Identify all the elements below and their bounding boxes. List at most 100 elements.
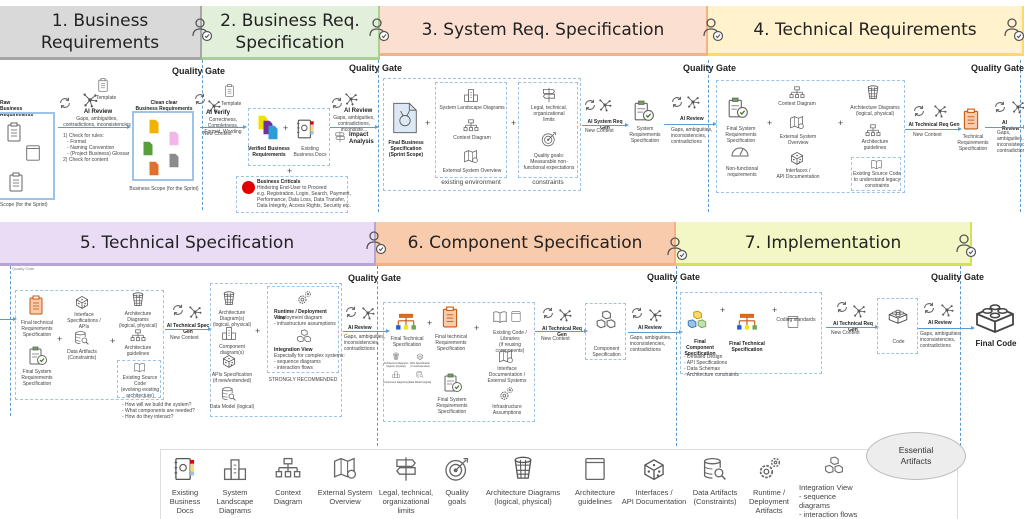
flow-arrow [343, 329, 390, 333]
source-code-box: Existing Source Code (evolving existing … [117, 360, 161, 399]
phase-5-title: 5. Technical Specification [79, 232, 295, 253]
final-business-spec-icon [392, 101, 418, 135]
legend-label: Architecture Diagrams (logical, physical… [485, 488, 561, 506]
flow-arrow [0, 317, 17, 321]
constraints-box: Legal, technical, organizational limits … [518, 82, 578, 178]
essential-artifacts-legend: Existing Business Docs System Landscape … [160, 449, 958, 519]
user-approval-icon [1003, 18, 1024, 42]
system-requirements-icon [443, 373, 463, 393]
invoice-icon [8, 172, 24, 192]
quality-gate-line [377, 266, 378, 446]
refresh-cycle-icon [58, 96, 72, 110]
legend-label: Architecture guidelines [574, 488, 616, 506]
legal-limits-label: Legal, technical, organizational limits [530, 105, 568, 123]
phase-2-title: 2. Business Req. Specification [220, 10, 360, 53]
legend-label: Existing Business Docs [169, 488, 201, 515]
legend-label: System Landscape Diagrams [216, 488, 254, 515]
legend-label: Context Diagram [273, 488, 303, 506]
business-docs-icon [172, 456, 198, 482]
phase-1-header: 1. Business Requirements [0, 6, 202, 60]
interface-doc-label: Interface Documentation / External Syste… [487, 366, 527, 384]
ai-network-icon [598, 98, 612, 112]
clipboard-icon [962, 108, 980, 130]
quality-gate-line [960, 266, 961, 446]
ai-review-label: AI Review [638, 325, 662, 331]
interfaces-label: Interfaces / API Documentation [776, 168, 820, 180]
legend-item: Integration View - sequence diagrams - i… [795, 450, 865, 519]
legend-label: Legal, technical, organizational limits [378, 488, 434, 515]
refresh-cycle-icon [330, 96, 344, 110]
component-spec-inputs-box [383, 302, 535, 422]
tech-spec-inputs-box [15, 290, 164, 400]
system-req-inputs-box [383, 78, 581, 191]
ai-tech-spec-gen-label: AI Technical Spec Gen [166, 323, 210, 335]
quality-gate-label: Quality Gate [348, 273, 402, 283]
gauge-icon [730, 143, 750, 159]
existing-environment-box: System Landscape Diagrams Context Diagra… [435, 82, 507, 178]
template-label: Template [221, 101, 242, 107]
final-system-req-label: Final System Requirements Specification [21, 369, 53, 387]
raw-requirements-box [0, 112, 55, 200]
file-icon [142, 141, 154, 156]
refresh-cycle-icon [193, 92, 207, 106]
guidelines-label: Architecture guidelines [861, 139, 889, 151]
ai-network-icon [940, 303, 954, 317]
phase-2-header: 2. Business Req. Specification [202, 6, 380, 60]
map-icon [498, 349, 514, 365]
ai-review-description: Gaps, ambiguities, contradictions, incon… [333, 115, 375, 133]
plus-sign: + [720, 305, 726, 315]
mini-label: Component diagram(s) [383, 381, 409, 384]
quality-gate-label: Quality Gate [683, 63, 737, 73]
strongly-recommended-label: STRONGLY RECOMMENDED [268, 377, 338, 383]
alert-icon [242, 181, 255, 194]
flow-arrow [58, 125, 131, 129]
legend-item: Runtime / Deployment Artifacts [743, 450, 795, 519]
architecture-icon [221, 290, 237, 308]
dice-icon [416, 352, 424, 361]
external-label: External System Overview [442, 168, 502, 174]
legend-item: Context Diagram [261, 450, 315, 519]
source-code-label: Existing Source Code (evolving existing … [120, 375, 160, 399]
database-icon [221, 386, 237, 402]
quality-gate-line [378, 60, 379, 212]
ai-verify-description: Correctness, Completness, Format, Wordin… [204, 117, 242, 135]
phase-5-header: 5. Technical Specification [0, 222, 376, 266]
refresh-cycle-icon [670, 95, 684, 109]
plus-sign: + [511, 118, 517, 128]
system-requirements-icon [633, 100, 655, 122]
refresh-cycle-icon [541, 306, 555, 320]
dice-icon [641, 456, 667, 482]
component-spec-box: Component Specification [585, 303, 626, 360]
gears-icon [756, 456, 782, 482]
legend-item: System Landscape Diagrams [209, 450, 261, 519]
ai-network-icon [558, 308, 572, 322]
ai-review-description: Gaps, ambiguities, contradictions, incon… [63, 116, 131, 128]
legend-item: Data Artifacts (Constraints) [687, 450, 743, 519]
legend-label: Integration View - sequence diagrams - i… [799, 483, 858, 519]
code-book-icon [510, 309, 522, 324]
external-label: External System Overview [779, 134, 817, 146]
guidelines-label: Architecture guidelines [124, 345, 152, 357]
user-approval-icon [368, 18, 390, 42]
refresh-cycle-icon [630, 306, 644, 320]
refresh-cycle-icon [912, 104, 926, 118]
phase-7-header: 7. Implementation [676, 222, 972, 266]
refresh-cycle-icon [922, 301, 936, 315]
ai-network-icon [686, 95, 700, 109]
file-icon [168, 131, 180, 146]
integration-view-title: Integration View [274, 347, 313, 353]
verified-inputs-box: + [248, 108, 330, 166]
guidelines-icon [582, 456, 608, 482]
plus-sign: + [838, 118, 844, 128]
file-icon [267, 125, 279, 140]
legend-item: External System Overview [315, 450, 375, 519]
receipt-icon [24, 144, 42, 162]
architecture-icon [130, 291, 146, 309]
ai-review-label: AI Review [1002, 120, 1020, 132]
flow-arrow [200, 125, 247, 129]
ai-verify-label: AI Verify [206, 110, 231, 116]
new-context-label: New Context [585, 128, 614, 134]
component-diagram-icon [221, 325, 237, 341]
quality-gate-label: Quality Gate [971, 63, 1024, 73]
constraints-caption: constraints [532, 179, 564, 186]
